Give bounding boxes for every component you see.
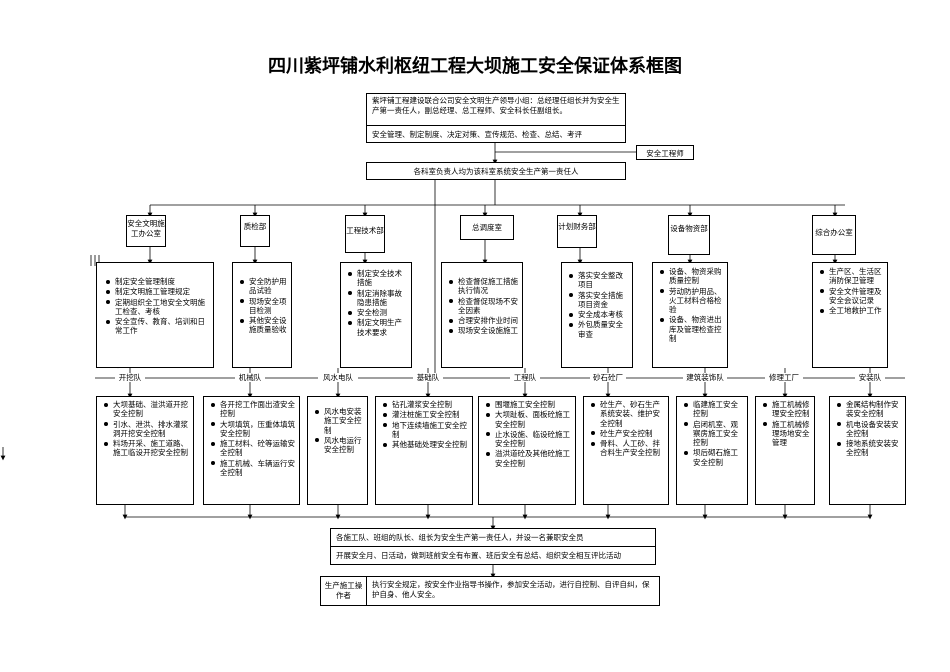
list-item: 大坝趾板、面板砼施工安全控制: [486, 410, 573, 429]
team-duties-repair: 施工机械修理安全控制 施工机械修理场地安全管理: [755, 396, 815, 505]
list-item: 钻孔灌浆安全控制: [383, 400, 470, 409]
list-item: 其他安全设施质量验收: [240, 316, 289, 335]
list-item: 启闭机室、观察房施工安全控制: [684, 420, 745, 448]
team-leader-box: 各施工队、班组的队长、组长为安全生产第一责任人，并设一名兼职安全员 开展安全月、…: [330, 528, 656, 565]
team-leader-text: 各施工队、班组的队长、组长为安全生产第一责任人，并设一名兼职安全员: [331, 529, 655, 547]
dept-duties-quality: 安全防护用品试验 现场安全项目检测 其他安全设施质量验收: [232, 262, 292, 368]
dept-duties-equipment: 设备、物资采购质量控制 劳动防护用品、火工材料合格检验 设备、物资进出库及管理检…: [652, 262, 728, 368]
dept-duties-dispatch: 检查督促施工措施执行情况 检查督促现场不安全因素 合理安排作业时间 现场安全设施…: [441, 262, 523, 368]
list-item: 制定消除事故隐患措施: [348, 289, 409, 308]
operator-box: 生产施工操作者 执行安全规定，按安全作业指导书操作，参加安全活动，进行自控制、自…: [320, 576, 660, 606]
list-item: 止水设施、临设砼施工安全控制: [486, 430, 573, 449]
list-item: 制定安全技术措施: [348, 269, 409, 288]
dept-duties-safety-office: 制定安全管理制度 制定文明施工管理规定 定期组织全工地安全文明施工检查、考核 安…: [96, 262, 214, 368]
team-label-engineering: 工程队: [510, 373, 540, 382]
dept-name-dispatch: 总调度室: [460, 215, 514, 240]
list-item: 制定文明施工管理规定: [106, 287, 210, 296]
leadership-box: 紫坪铺工程建设联合公司安全文明生产领导小组：总经理任组长并为安全生产第一责任人，…: [366, 93, 626, 143]
list-item: 料场开采、施工道路、施工临设开挖安全控制: [104, 439, 191, 458]
list-item: 大坝基础、溢洪道开挖安全控制: [104, 400, 191, 419]
list-item: 安全宣传、教育、培训和日常工作: [106, 317, 210, 336]
list-item: 全工地救护工作: [820, 306, 885, 315]
dept-duties-finance: 落实安全整改项目 落实安全措施项目资金 安全成本考核 外包质量安全审查: [561, 262, 633, 368]
list-item: 施工机械、车辆运行安全控制: [211, 458, 295, 478]
team-duties-engineering: 围堰施工安全控制 大坝趾板、面板砼施工安全控制 止水设施、临设砼施工安全控制 溢…: [478, 396, 576, 505]
list-item: 风水电安装施工安全控制: [315, 407, 365, 435]
list-item: 施工材料、砼等运输安全控制: [211, 439, 295, 458]
operator-label: 生产施工操作者: [321, 577, 367, 605]
team-label-building: 建筑装饰队: [683, 373, 727, 382]
list-item: 生产区、生活区消防保卫管理: [820, 267, 885, 286]
dept-name-equipment: 设备物资部: [668, 215, 710, 255]
team-label-aggregate-plant: 砂石砼厂: [590, 373, 626, 382]
team-label-repair: 修理工厂: [765, 373, 803, 382]
list-item: 地下连续墙施工安全控制: [383, 421, 470, 440]
list-item: 安全文件管理及安全会议记录: [820, 287, 885, 306]
dept-name-finance: 计划财务部: [557, 215, 597, 248]
team-label-utilities: 风水电队: [318, 373, 358, 382]
team-duties-excavation: 大坝基础、溢洪道开挖安全控制 引水、泄洪、排水灌浆洞开挖安全控制 料场开采、施工…: [96, 396, 194, 505]
dept-name-engineering: 工程技术部: [345, 215, 385, 253]
list-item: 外包质量安全审查: [569, 320, 630, 339]
dept-duties-general: 生产区、生活区消防保卫管理 安全文件管理及安全会议记录 全工地救护工作: [812, 262, 888, 368]
page-title: 四川紫坪铺水利枢纽工程大坝施工安全保证体系框图: [268, 56, 682, 77]
list-item: 溢洪道砼及其他砼施工安全控制: [486, 449, 573, 468]
team-duties-foundation: 钻孔灌浆安全控制 灌注桩施工安全控制 地下连续墙施工安全控制 其他基础处理安全控…: [375, 396, 473, 505]
list-item: 引水、泄洪、排水灌浆洞开挖安全控制: [104, 420, 191, 439]
dept-name-general: 综合办公室: [812, 215, 856, 255]
list-item: 安全成本考核: [569, 310, 630, 319]
list-item: 其他基础处理安全控制: [383, 440, 470, 449]
dept-heads-box: 各科室负责人均为该科室系统安全生产第一责任人: [366, 162, 626, 180]
list-item: 安全防护用品试验: [240, 277, 289, 296]
list-item: 安全检测: [348, 308, 409, 317]
list-item: 制定安全管理制度: [106, 277, 210, 286]
list-item: 落实安全措施项目资金: [569, 291, 630, 310]
list-item: 灌注桩施工安全控制: [383, 410, 470, 419]
list-item: 围堰施工安全控制: [486, 400, 573, 409]
list-item: 合理安排作业时间: [449, 316, 518, 326]
list-item: 施工机械修理场地安全管理: [763, 420, 812, 448]
list-item: 定期组织全工地安全文明施工检查、考核: [106, 298, 210, 317]
list-item: 检查督促现场不安全因素: [449, 296, 518, 315]
team-label-installation: 安装队: [855, 373, 885, 382]
list-item: 风水电运行安全控制: [315, 436, 365, 455]
list-item: 各开挖工作面出渣安全控制: [211, 400, 295, 419]
list-item: 设备、物资采购质量控制: [660, 267, 725, 286]
team-activity-text: 开展安全月、日活动，做到班前安全有布置、班后安全有总结、组织安全相互评比活动: [336, 551, 621, 560]
list-item: 骨料、人工砂、拌合料生产安全控制: [591, 439, 666, 458]
list-item: 劳动防护用品、火工材料合格检验: [660, 287, 725, 315]
team-duties-machinery: 各开挖工作面出渣安全控制 大坝填筑，压重体填筑安全控制 施工材料、砼等运输安全控…: [203, 396, 300, 505]
team-duties-building: 临建施工安全控制 启闭机室、观察房施工安全控制 坝后砌石施工安全控制: [676, 396, 748, 505]
list-item: 砼生产安全控制: [591, 429, 666, 438]
list-item: 施工机械修理安全控制: [763, 400, 812, 419]
list-item: 接地系统安装安全控制: [837, 439, 903, 458]
safety-engineer-box: 安全工程师: [636, 145, 694, 160]
team-label-foundation: 基础队: [413, 373, 443, 382]
dept-name-safety-office: 安全文明施工办公室: [126, 215, 166, 247]
list-item: 设备、物资进出库及管理检查控制: [660, 315, 725, 343]
dept-duties-engineering: 制定安全技术措施 制定消除事故隐患措施 安全检测 制定文明生产技术要求: [340, 262, 412, 368]
list-item: 大坝填筑，压重体填筑安全控制: [211, 419, 295, 438]
list-item: 现场安全项目检测: [240, 297, 289, 316]
team-label-excavation: 开挖队: [115, 373, 145, 382]
list-item: 金属结构制作安装安全控制: [837, 400, 903, 419]
leadership-duties: 安全管理、制定制度、决定对策、宣传规范、检查、总结、考评: [372, 130, 582, 139]
list-item: 落实安全整改项目: [569, 271, 630, 290]
list-item: 机电设备安装安全控制: [837, 420, 903, 439]
team-duties-aggregate-plant: 砼生产、砂石生产系统安装、维护安全控制 砼生产安全控制 骨料、人工砂、拌合料生产…: [583, 396, 669, 505]
list-item: 砼生产、砂石生产系统安装、维护安全控制: [591, 400, 666, 428]
team-duties-utilities: 风水电安装施工安全控制 风水电运行安全控制: [307, 396, 368, 505]
team-label-machinery: 机械队: [235, 373, 265, 382]
team-duties-installation: 金属结构制作安装安全控制 机电设备安装安全控制 接地系统安装安全控制: [829, 396, 906, 505]
list-item: 坝后砌石施工安全控制: [684, 448, 745, 467]
leadership-text: 紫坪铺工程建设联合公司安全文明生产领导小组：总经理任组长并为安全生产第一责任人，…: [367, 94, 625, 126]
list-item: 制定文明生产技术要求: [348, 318, 409, 337]
list-item: 检查督促施工措施执行情况: [449, 277, 518, 296]
dept-name-quality: 质检部: [240, 215, 270, 247]
list-item: 现场安全设施施工: [449, 326, 518, 336]
operator-text: 执行安全规定，按安全作业指导书操作，参加安全活动，进行自控制、自评自纠，保护自身…: [372, 580, 650, 599]
list-item: 临建施工安全控制: [684, 400, 745, 419]
